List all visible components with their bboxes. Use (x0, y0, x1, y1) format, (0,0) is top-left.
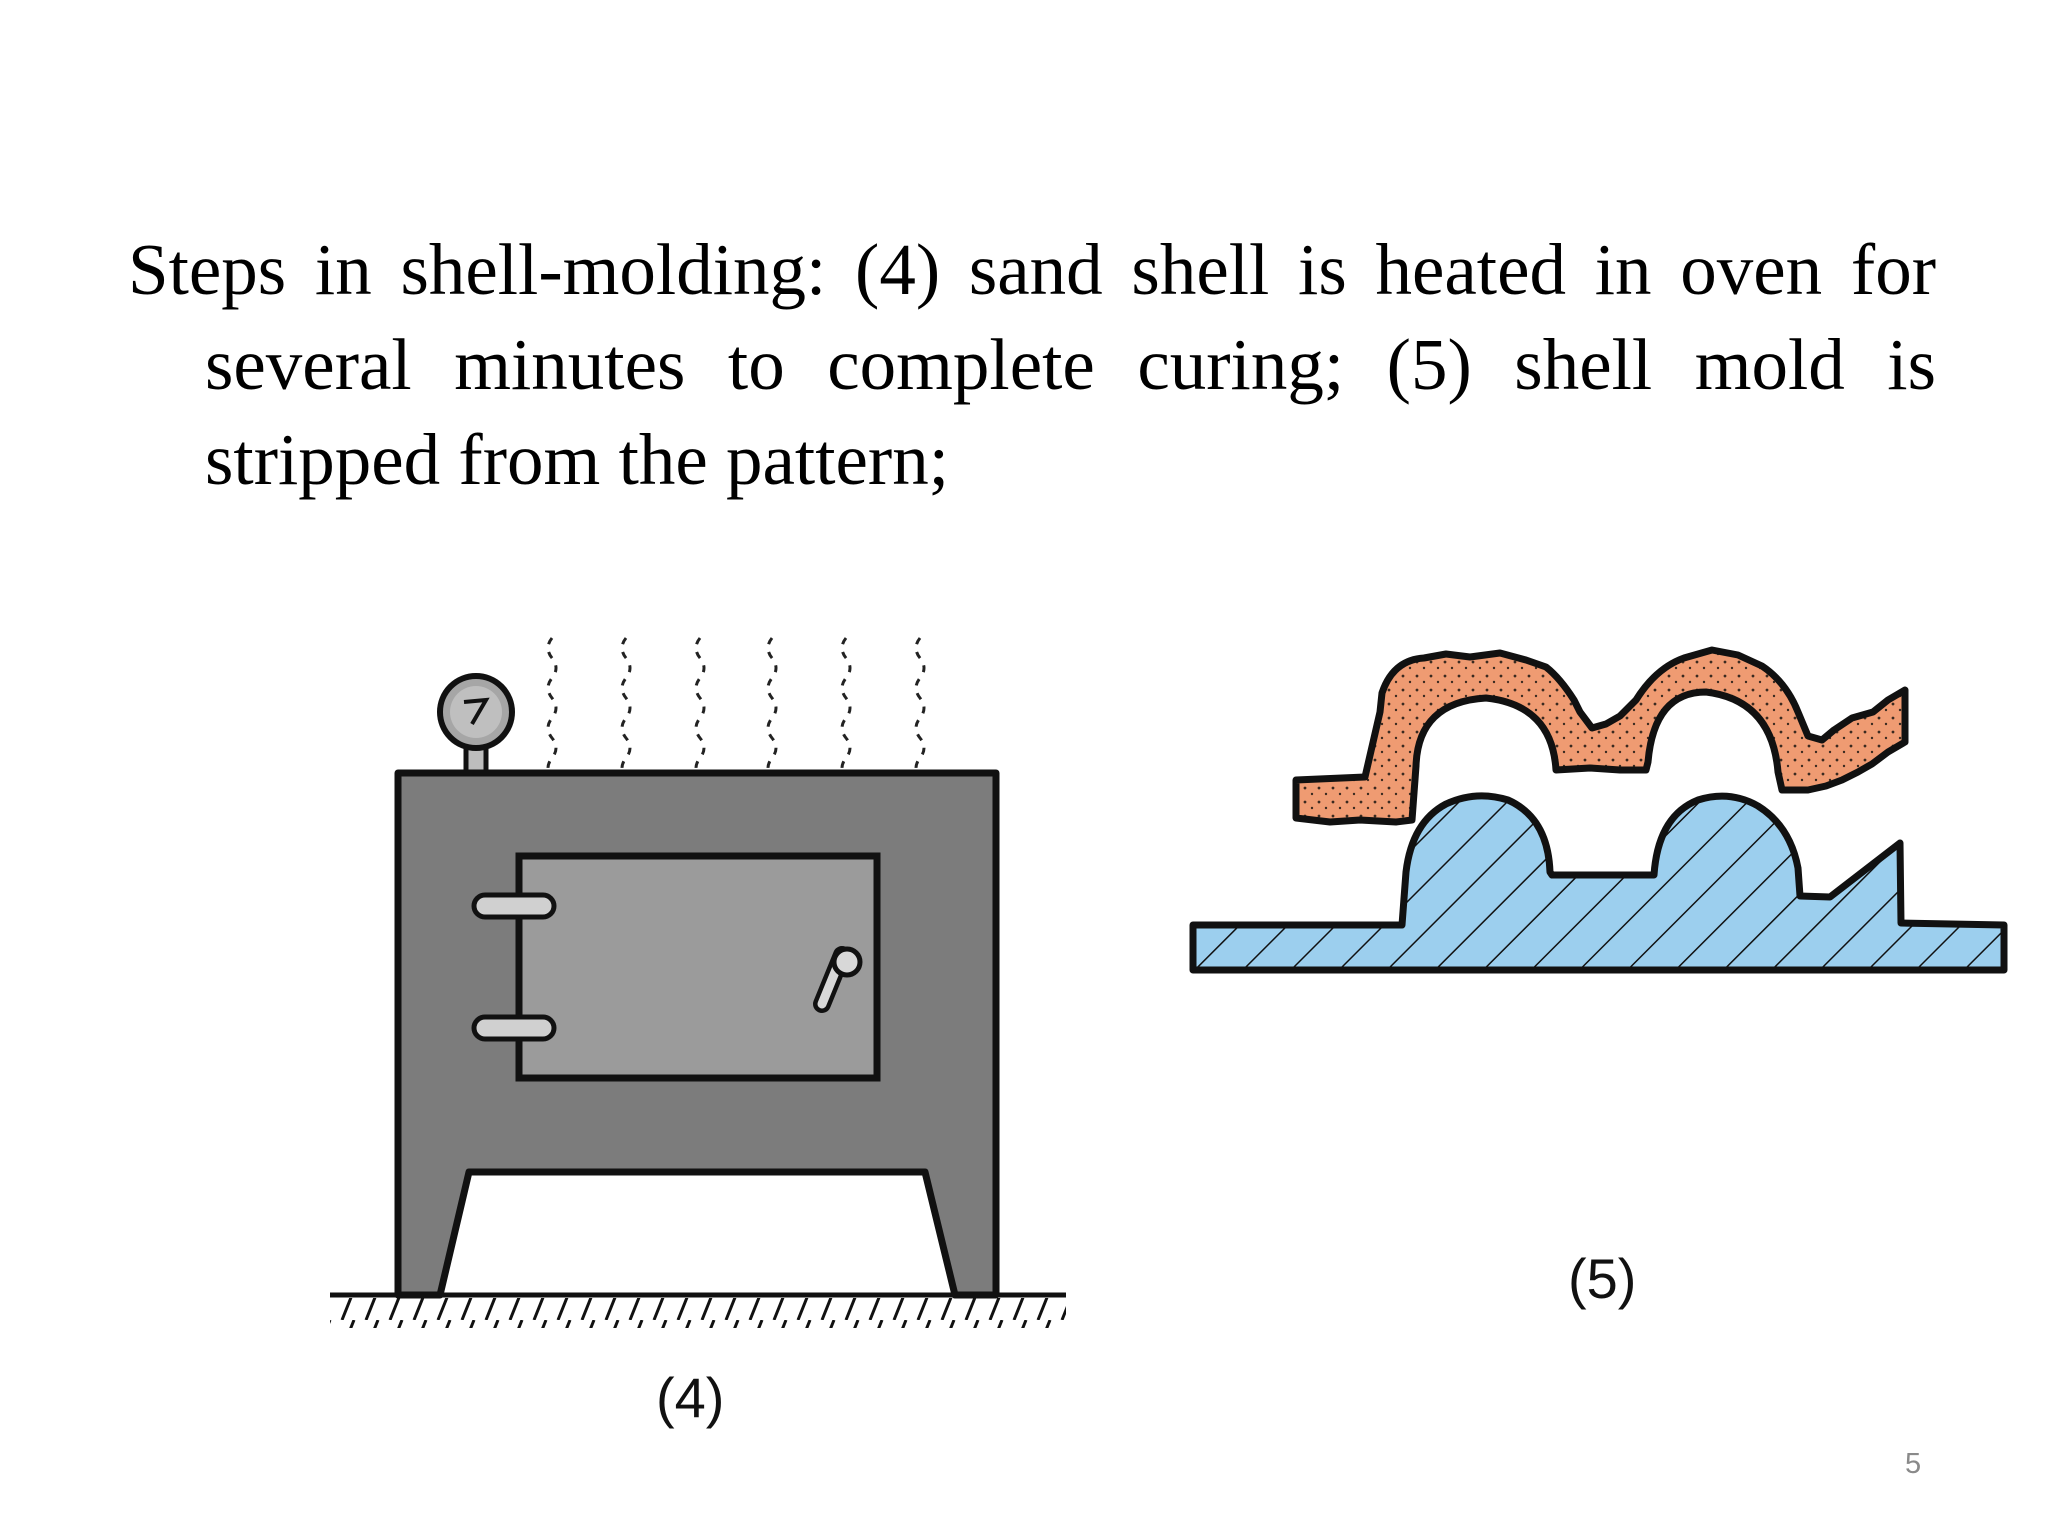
oven-ground-hatch (330, 1298, 1066, 1328)
mold-figure-caption: (5) (1568, 1247, 1637, 1310)
door-handle-icon (813, 946, 863, 1013)
slide-body-text: Steps in shell-molding: (4) sand shell i… (128, 222, 1936, 507)
door-hinges (471, 892, 557, 1042)
pressure-gauge-icon (437, 673, 515, 777)
oven-figure (330, 637, 1066, 1328)
bullet-text: Steps in shell-molding: (4) sand shell i… (128, 229, 1936, 500)
heat-waves (546, 637, 926, 779)
oven-door (515, 852, 881, 1082)
oven-figure-caption: (4) (656, 1366, 725, 1429)
slide-number: 5 (1905, 1448, 1922, 1480)
sand-shell (1292, 646, 1909, 826)
metal-pattern (1189, 792, 2008, 974)
mold-figure (1189, 646, 2008, 974)
